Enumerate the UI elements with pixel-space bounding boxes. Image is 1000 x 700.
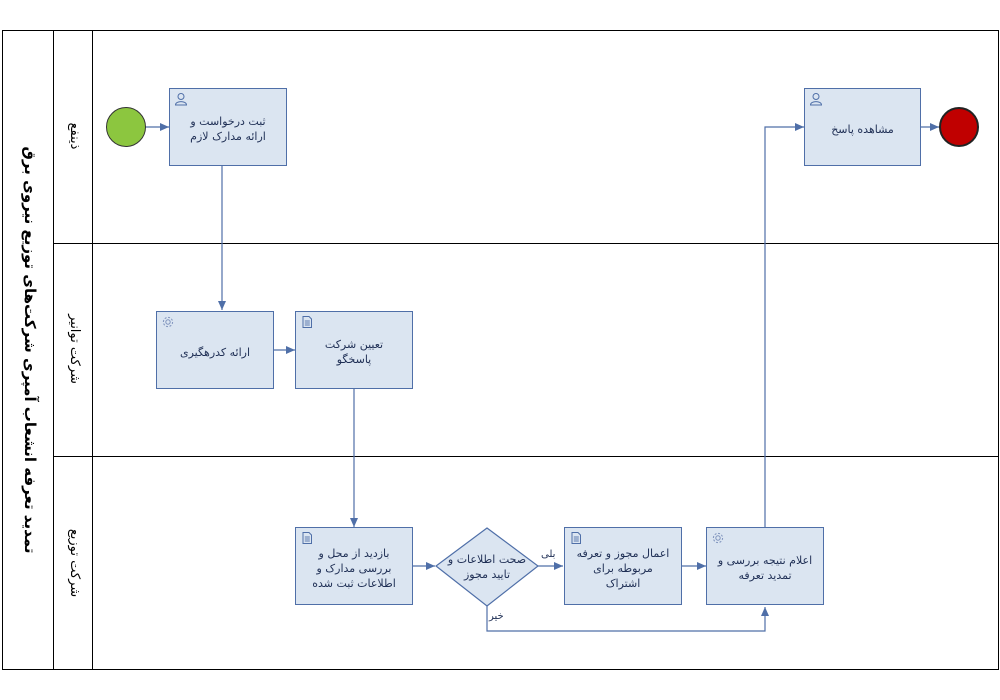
flow-label-yes: بلی xyxy=(541,549,556,560)
end-event xyxy=(939,107,979,147)
user-icon xyxy=(174,93,188,106)
start-event xyxy=(106,107,146,147)
task-label: تعیین شرکت پاسخگو xyxy=(324,338,384,366)
gateway-label: صحت اطلاعات و تایید مجوز xyxy=(447,553,527,581)
flow-gateway-no xyxy=(486,606,769,632)
document-icon xyxy=(302,316,312,328)
user-icon xyxy=(809,93,823,106)
gear-icon xyxy=(162,316,174,328)
flow-announce-to-view xyxy=(764,123,804,527)
task-label: مشاهده پاسخ xyxy=(831,122,894,136)
task-assign-company[interactable]: تعیین شرکت پاسخگو xyxy=(295,311,413,389)
gateway-diamond xyxy=(435,527,539,607)
task-label: اعلام نتیجه بررسی و تمدید تعرفه xyxy=(717,554,813,582)
task-apply-permit[interactable]: اعمال مجوز و تعرفه مربوطه برای اشتراک xyxy=(564,527,682,605)
document-icon xyxy=(571,532,581,544)
gear-icon xyxy=(712,532,724,544)
task-issue-tracking[interactable]: ارائه کدرهگیری xyxy=(156,311,274,389)
flow-label-no: خیر xyxy=(489,611,504,622)
task-label: ثبت درخواست و ارائه مدارک لازم xyxy=(190,115,266,143)
task-site-visit[interactable]: بازدید از محل و بررسی مدارک و اطلاعات ثب… xyxy=(295,527,413,605)
document-icon xyxy=(302,532,312,544)
task-submit-request[interactable]: ثبت درخواست و ارائه مدارک لازم xyxy=(169,88,287,166)
task-view-response[interactable]: مشاهده پاسخ xyxy=(804,88,921,166)
lane-header-column xyxy=(53,30,93,670)
lane-separator-2 xyxy=(53,456,999,457)
task-label: ارائه کدرهگیری xyxy=(179,345,251,359)
lane-separator-1 xyxy=(53,243,999,244)
task-label: بازدید از محل و بررسی مدارک و اطلاعات ثب… xyxy=(312,546,396,590)
task-announce-result[interactable]: اعلام نتیجه بررسی و تمدید تعرفه xyxy=(706,527,824,605)
task-label: اعمال مجوز و تعرفه مربوطه برای اشتراک xyxy=(576,546,670,590)
